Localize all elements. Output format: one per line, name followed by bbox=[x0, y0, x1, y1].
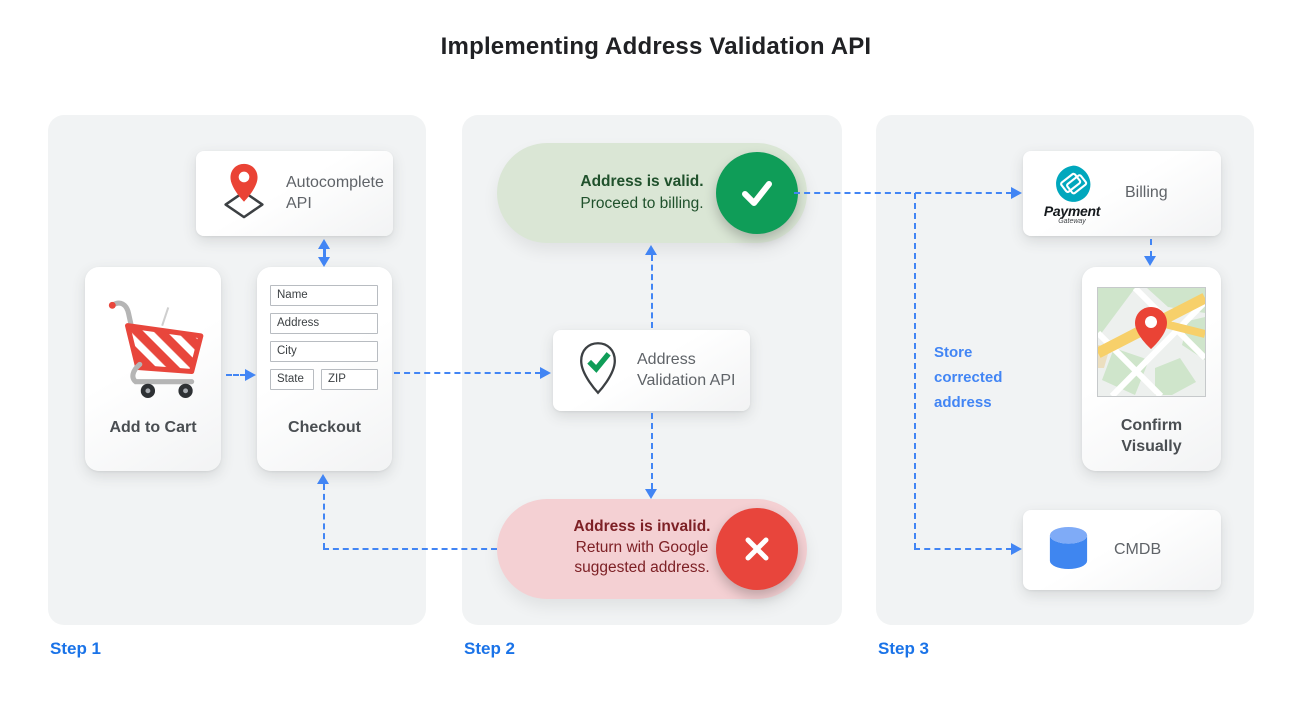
billing-card: Payment Gateway Billing bbox=[1023, 151, 1221, 236]
add-to-cart-label: Add to Cart bbox=[109, 419, 197, 436]
x-circle-icon bbox=[716, 508, 798, 590]
database-icon bbox=[1045, 523, 1092, 578]
state-field: State bbox=[270, 369, 314, 390]
map-thumbnail-icon bbox=[1095, 285, 1208, 399]
add-to-cart-card: Add to Cart bbox=[85, 267, 221, 471]
autocomplete-api-label: Autocomplete API bbox=[286, 173, 384, 212]
map-pin-diamond-icon bbox=[218, 162, 270, 225]
checkout-label: Checkout bbox=[288, 419, 361, 436]
step3-label: Step 3 bbox=[878, 639, 930, 658]
invalid-subtitle: Return with Google suggested address. bbox=[574, 538, 710, 577]
step2-label: Step 2 bbox=[464, 639, 516, 658]
city-field: City bbox=[270, 341, 378, 362]
payment-logo-title: Payment bbox=[1043, 202, 1101, 219]
valid-result-pill: Address is valid. Proceed to billing. bbox=[497, 143, 807, 243]
map-pin-check-icon bbox=[575, 340, 621, 401]
step1-label: Step 1 bbox=[50, 639, 102, 658]
cmdb-label: CMDB bbox=[1114, 540, 1162, 558]
shopping-cart-icon bbox=[97, 285, 209, 406]
cmdb-card: CMDB bbox=[1023, 510, 1221, 590]
invalid-title: Address is invalid. bbox=[573, 517, 711, 535]
zip-field: ZIP bbox=[321, 369, 378, 390]
checkout-form: Name Address City State ZIP bbox=[270, 285, 378, 397]
confirm-visually-card: Confirm Visually bbox=[1082, 267, 1221, 471]
valid-title: Address is valid. bbox=[580, 172, 704, 190]
billing-label: Billing bbox=[1125, 184, 1168, 202]
address-validation-api-card: Address Validation API bbox=[553, 330, 750, 411]
check-circle-icon bbox=[716, 152, 798, 234]
address-validation-api-label: Address Validation API bbox=[637, 350, 736, 389]
invalid-result-pill: Address is invalid. Return with Google s… bbox=[497, 499, 807, 599]
payment-gateway-icon: Payment Gateway bbox=[1039, 163, 1105, 225]
valid-subtitle: Proceed to billing. bbox=[580, 195, 704, 212]
confirm-visually-label: Confirm Visually bbox=[1120, 417, 1183, 455]
autocomplete-api-card: Autocomplete API bbox=[196, 151, 393, 236]
checkout-card: Name Address City State ZIP Checkout bbox=[257, 267, 392, 471]
name-field: Name bbox=[270, 285, 378, 306]
invalid-result-text: Address is invalid. Return with Google s… bbox=[527, 498, 757, 598]
page-title: Implementing Address Validation API bbox=[440, 33, 872, 60]
address-field: Address bbox=[270, 313, 378, 334]
arrow-autocomplete-checkout bbox=[318, 239, 331, 267]
valid-result-text: Address is valid. Proceed to billing. bbox=[527, 143, 757, 243]
store-corrected-address-note: Store corrected address bbox=[934, 344, 1003, 411]
payment-logo-subtitle: Gateway bbox=[1058, 217, 1086, 225]
